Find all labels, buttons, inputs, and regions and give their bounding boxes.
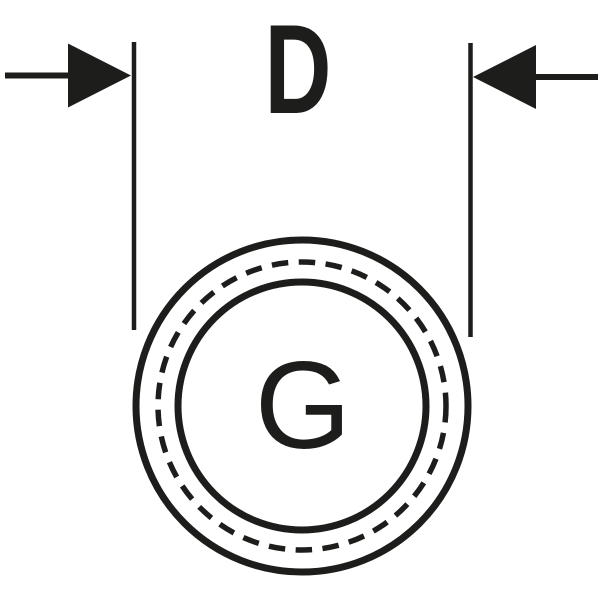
pipe-cross-section: G <box>132 236 472 576</box>
dimension-arrowhead-right-icon <box>473 45 536 109</box>
dimension-arrowhead-left-icon <box>68 43 131 108</box>
dimension-label: D <box>265 0 332 140</box>
pipe-marking-label: G <box>255 337 351 475</box>
dimension-callout-d: D <box>5 0 598 337</box>
pipe-seal-dashed-circle <box>155 259 449 553</box>
pipe-inner-circle <box>174 278 430 534</box>
pipe-outer-circle <box>132 236 472 576</box>
